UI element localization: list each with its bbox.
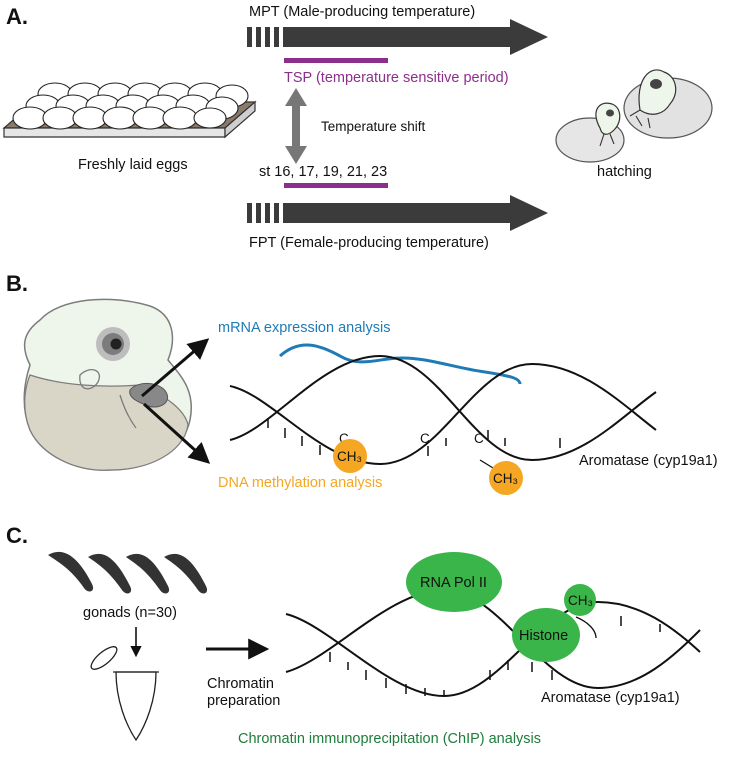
fpt-label: FPT (Female-producing temperature)	[249, 235, 489, 251]
ch3-group-c	[564, 584, 596, 616]
dna-rungs-c	[329, 616, 661, 696]
chromatin-label-1: Chromatin	[207, 676, 274, 692]
ch3-group-1	[333, 439, 367, 473]
tsp-label: TSP (temperature sensitive period)	[284, 70, 509, 86]
dna-helix-c	[285, 588, 701, 698]
ch3-group-2	[489, 461, 523, 495]
tsp-bar-top	[284, 58, 388, 63]
panel-a-label: A.	[6, 4, 28, 29]
cytosine-3: C	[474, 431, 484, 446]
mrna-strand	[278, 343, 522, 385]
ch3-label-c: CH₃	[568, 593, 593, 608]
arrow-to-mrna	[141, 338, 210, 398]
rna-pol-ii-label: RNA Pol II	[420, 575, 487, 591]
histone-methyl-link	[575, 616, 597, 639]
histone-label: Histone	[519, 628, 568, 644]
gonads-label: gonads (n=30)	[83, 605, 177, 621]
tube-illustration	[90, 646, 159, 742]
ch3-label-2: CH₃	[493, 471, 518, 486]
dna-rungs-b	[267, 418, 561, 466]
mpt-label: MPT (Male-producing temperature)	[249, 4, 475, 20]
panel-c-label: C.	[6, 523, 28, 548]
temperature-shift-label: Temperature shift	[321, 119, 426, 134]
embryo-illustration	[23, 298, 192, 471]
histone-blob	[512, 608, 580, 662]
fpt-arrow	[247, 195, 548, 231]
methylation-label: DNA methylation analysis	[218, 475, 382, 491]
hatching-label: hatching	[597, 164, 652, 180]
panel-b-label: B.	[6, 271, 28, 296]
temperature-shift-arrow	[285, 88, 307, 164]
eggs-label: Freshly laid eggs	[78, 157, 188, 173]
rna-pol-ii-blob	[406, 552, 502, 612]
stage-list: st 16, 17, 19, 21, 23	[259, 164, 387, 180]
mpt-arrow	[247, 19, 548, 55]
dna-helix-b	[229, 354, 657, 466]
aromatase-label-b: Aromatase (cyp19a1)	[579, 453, 718, 469]
chromatin-label-2: preparation	[207, 693, 280, 709]
cytosine-2: C	[420, 431, 430, 446]
arrow-to-methylation	[142, 402, 211, 464]
chip-label: Chromatin immunoprecipitation (ChIP) ana…	[238, 731, 541, 747]
cytosine-1: C	[339, 431, 349, 446]
ch3-label-1: CH₃	[337, 449, 362, 464]
aromatase-label-c: Aromatase (cyp19a1)	[541, 690, 680, 706]
mrna-label: mRNA expression analysis	[218, 320, 390, 336]
tsp-bar-bottom	[284, 183, 388, 188]
hatching-illustration	[555, 69, 713, 163]
eggs-tray-illustration	[2, 82, 257, 139]
gonads-illustration	[48, 551, 208, 594]
